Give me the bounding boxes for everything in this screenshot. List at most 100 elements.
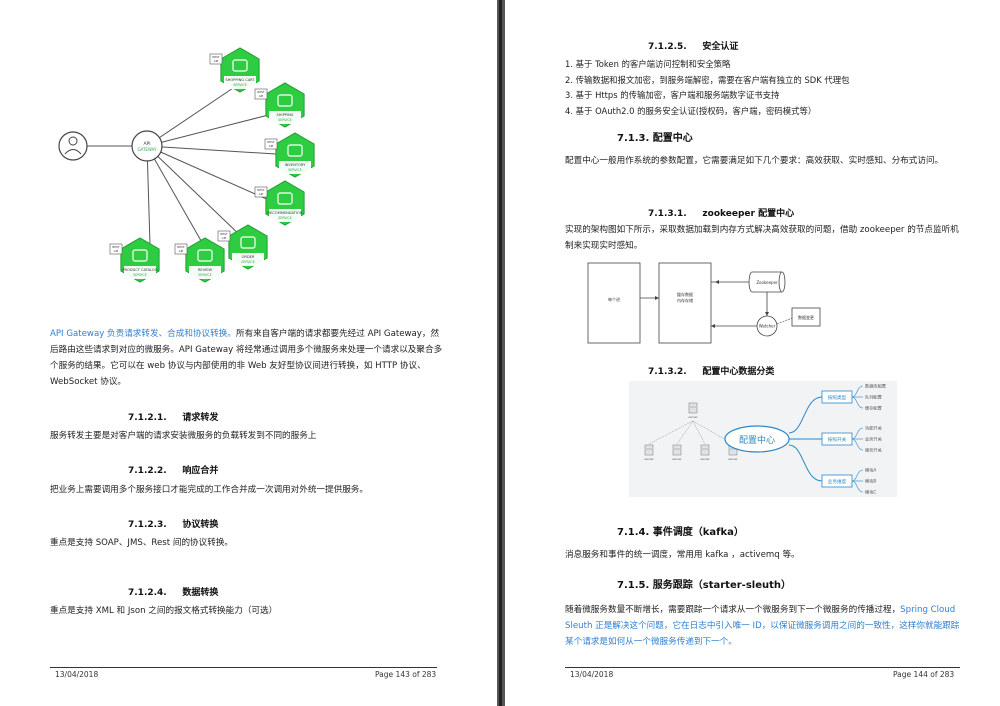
truck-icon — [277, 94, 293, 107]
svg-text:API: API — [179, 249, 184, 253]
heading-7-1-2-3: 7.1.2.3. 协议转换 — [128, 520, 219, 530]
client-user-icon — [58, 131, 88, 161]
zookeeper-architecture-diagram: 每个进 缓存数据 内存存储 Zookeeper Watcher 数据变更 — [587, 262, 821, 344]
service-name: INVENTORY — [285, 163, 306, 167]
mindmap-leaf: 功能开关 — [865, 425, 882, 432]
mindmap-leaf: 数据库配置 — [865, 383, 886, 390]
svg-text:REST: REST — [212, 55, 219, 59]
tracing-link-text[interactable]: Spring Cloud Sleuth 正是解决这个问题，它在日志中引入唯一 I… — [565, 605, 960, 647]
heading-7-1-2-4: 7.1.2.4. 数据转换 — [128, 588, 219, 598]
svg-text:REST: REST — [267, 140, 274, 144]
mindmap-leaf: 服务开关 — [865, 447, 882, 454]
footer-date: 13/04/2018 — [570, 670, 614, 679]
svg-text:server: server — [672, 457, 682, 461]
svg-text:API: API — [214, 59, 219, 63]
intro-link-text[interactable]: API Gateway 负责请求转发、合成和协议转换。 — [50, 329, 236, 339]
heading-7-1-2-5: 7.1.2.5. 安全认证 — [648, 42, 739, 52]
rest-api-tag — [209, 53, 223, 65]
section-body-7-1-2-3: 重点是支持 SOAP、JMS、Rest 间的协议转换。 — [50, 538, 234, 548]
footer-rule — [50, 667, 437, 668]
svg-text:API: API — [259, 192, 264, 196]
svg-text:REST: REST — [257, 90, 264, 94]
section-body-7-1-2-4: 重点是支持 XML 和 Json 之间的报文格式转换能力（可选） — [50, 606, 278, 616]
list-item: 1. 基于 Token 的客户端访问控制和安全策略 — [565, 59, 731, 69]
rest-api-tag — [109, 243, 123, 255]
list-item: 2. 传输数据和报文加密，到服务端解密，需要在客户端有独立的 SDK 代理包 — [565, 74, 850, 85]
service-name: SHOPPING CART — [225, 78, 255, 82]
service-sub: SERVICE — [278, 118, 291, 122]
svg-text:业务维度: 业务维度 — [828, 478, 847, 485]
heading-7-1-3-2: 7.1.3.2. 配置中心数据分类 — [648, 367, 775, 377]
mindmap-leaf: 模块B — [865, 478, 876, 485]
rest-api-tag — [174, 243, 188, 255]
server-node-icon: server — [644, 444, 655, 461]
service-sub: SERVICE — [278, 216, 291, 220]
heading-7-1-4: 7.1.4. 事件调度（kafka） — [617, 527, 744, 538]
footer-date: 13/04/2018 — [55, 670, 99, 679]
svg-text:API: API — [222, 236, 227, 240]
mindmap-leaf: 业务开关 — [865, 436, 882, 443]
svg-text:server: server — [688, 415, 698, 419]
heading-7-1-2-1: 7.1.2.1. 请求转发 — [128, 413, 219, 423]
list-icon — [132, 249, 148, 262]
svg-text:REST: REST — [112, 245, 119, 249]
mindmap-leaf: 模块C — [865, 489, 876, 496]
service-sub: SERVICE — [233, 83, 246, 87]
server-node-icon: server — [700, 444, 711, 461]
service-name: ORDER — [242, 255, 255, 259]
footer-page-number: Page 143 of 283 — [375, 670, 437, 679]
footer-page-number: Page 144 of 283 — [893, 670, 955, 679]
service-name: SHIPPING — [277, 113, 294, 117]
cart-icon — [232, 59, 248, 72]
heading-7-1-2-2: 7.1.2.2. 响应合并 — [128, 466, 219, 476]
service-name: REVIEW — [198, 268, 213, 272]
page-separator — [497, 0, 505, 706]
svg-text:API: API — [269, 144, 274, 148]
cart-icon — [240, 236, 256, 249]
svg-text:每个进: 每个进 — [608, 296, 620, 302]
config-center-mindmap: server server server server server 配置中心 按照类型… — [629, 381, 897, 497]
service-sub: SERVICE — [288, 168, 301, 172]
document-page-144: 7.1.2.5. 安全认证 1. 基于 Token 的客户端访问控制和安全策略 … — [505, 0, 1000, 706]
rest-api-tag — [254, 186, 268, 198]
intro-paragraph: API Gateway 负责请求转发、合成和协议转换。所有来自客户端的请求都要先… — [50, 326, 443, 390]
svg-text:GATEWAY: GATEWAY — [137, 147, 157, 152]
kafka-paragraph: 消息服务和事件的统一调度，常用用 kafka ，activemq 等。 — [565, 550, 800, 560]
rest-api-tag — [264, 138, 278, 150]
svg-text:REST: REST — [257, 188, 264, 192]
svg-text:配置中心: 配置中心 — [739, 434, 775, 446]
service-sub: SERVICE — [241, 260, 254, 264]
svg-text:Zookeeper: Zookeeper — [756, 280, 778, 285]
svg-text:按照开关: 按照开关 — [828, 436, 847, 443]
svg-text:server: server — [728, 457, 738, 461]
heading-7-1-3: 7.1.3. 配置中心 — [617, 133, 693, 144]
zookeeper-paragraph: 实现的架构图如下所示，采取数据加载到内存方式解决高效获取的问题，借助 zooke… — [565, 225, 959, 251]
api-gateway-diagram: API GATEWAY SHOPPING CARTSERVICERESTAPIS… — [58, 47, 315, 283]
svg-text:内存存储: 内存存储 — [677, 297, 693, 303]
section-body-7-1-2-2: 把业务上需要调用多个服务接口才能完成的工作合并成一次调用对外统一提供服务。 — [50, 485, 368, 495]
svg-text:API: API — [143, 141, 150, 147]
server-node-icon: server — [672, 444, 683, 461]
heading-7-1-5: 7.1.5. 服务跟踪（starter-sleuth） — [617, 580, 792, 591]
svg-text:按照类型: 按照类型 — [828, 394, 847, 401]
mindmap-leaf: 缓存配置 — [865, 405, 882, 412]
tracing-text: 随着微服务数量不断增长，需要跟踪一个请求从一个微服务到下一个微服务的传播过程， — [565, 605, 901, 615]
mindmap-leaf: 队列配置 — [865, 394, 882, 401]
list-item: 3. 基于 Https 的传输加密，客户端和服务端数字证书支持 — [565, 90, 780, 100]
rest-api-tag — [254, 88, 268, 100]
list-item: 4. 基于 OAuth2.0 的服务安全认证(授权码，客户端，密码模式等） — [565, 105, 817, 116]
service-name: RECOMMENDATION — [268, 211, 303, 215]
svg-text:REST: REST — [220, 232, 227, 236]
footer-rule — [565, 667, 960, 668]
doc-icon — [287, 144, 303, 157]
config-paragraph: 配置中心一般用作系统的参数配置，它需要满足如下几个要求：高效获取、实时感知、分布… — [565, 156, 944, 166]
service-sub: SERVICE — [198, 273, 211, 277]
star-icon — [277, 192, 293, 205]
rating-icon — [197, 249, 213, 262]
